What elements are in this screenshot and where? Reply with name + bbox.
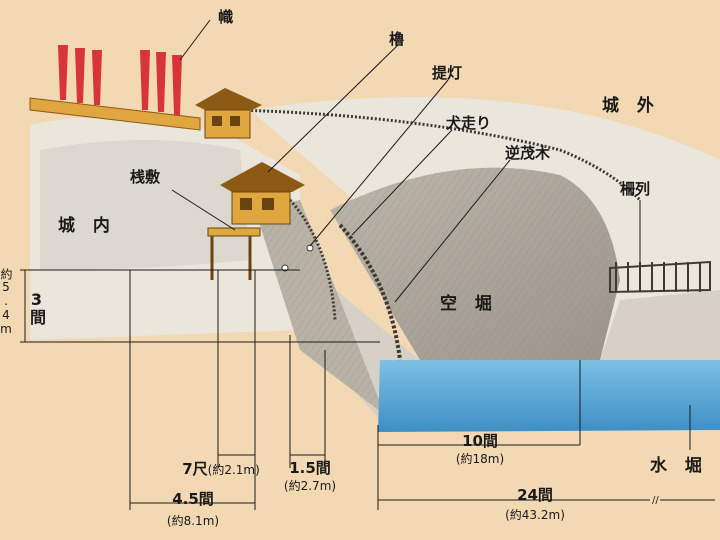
dim-7shaku-sub: (約2.1m) bbox=[207, 463, 260, 477]
sakamogi-fence bbox=[338, 223, 402, 361]
dim-24ken-sub: (約43.2m) bbox=[505, 508, 565, 522]
water-moat bbox=[378, 360, 720, 432]
dim-height-ken-text: 3間 bbox=[27, 290, 46, 325]
label-chochin: 提灯 bbox=[432, 64, 463, 82]
dim-7shaku-main: 7尺 bbox=[182, 460, 208, 478]
label-mizubori: 水 堀 bbox=[650, 456, 708, 476]
dim-height-meters-text: 約5.4m bbox=[0, 268, 13, 336]
inner-moat-wall-hatch bbox=[255, 200, 385, 415]
label-sajiki: 桟敷 bbox=[130, 168, 161, 186]
dim-height-ken: 3間 bbox=[27, 290, 46, 325]
outer-moat-slope-hatch bbox=[330, 167, 620, 360]
dim-4-5ken-main: 4.5間 bbox=[172, 490, 214, 508]
dim-10ken: 10間 (約18m) bbox=[440, 432, 520, 466]
label-sakamogi: 逆茂木 bbox=[505, 144, 551, 162]
dim-10ken-main: 10間 bbox=[462, 432, 498, 450]
banners bbox=[58, 45, 182, 115]
dim-24ken: 24間 (約43.2m) bbox=[490, 486, 580, 522]
lower-turret bbox=[207, 162, 305, 280]
label-karabori: 空 堀 bbox=[440, 294, 498, 314]
palisade-posts bbox=[615, 262, 701, 292]
inner-fence bbox=[288, 199, 337, 321]
walkway bbox=[29, 97, 201, 131]
dim-1-5ken-main: 1.5間 bbox=[289, 459, 331, 477]
dim-7shaku: 7尺(約2.1m) bbox=[166, 461, 276, 477]
dim-1-5ken: 1.5間 (約2.7m) bbox=[270, 459, 350, 493]
dim-24ken-main: 24間 bbox=[517, 486, 553, 504]
label-yagura: 櫓 bbox=[389, 30, 405, 48]
rampart-fence bbox=[234, 108, 642, 202]
dim-10ken-sub: (約18m) bbox=[455, 452, 505, 466]
dim-height-meters: 約5.4m bbox=[0, 268, 14, 336]
label-nobori: 幟 bbox=[218, 8, 234, 26]
label-jonai: 城 内 bbox=[58, 216, 116, 236]
label-sakuretsu: 柵列 bbox=[620, 180, 651, 198]
upper-turret bbox=[195, 88, 262, 139]
dim-4-5ken: 4.5間 (約8.1m) bbox=[148, 490, 238, 528]
dim-4-5ken-sub: (約8.1m) bbox=[166, 514, 220, 528]
axis-break-mark: // bbox=[652, 495, 659, 506]
label-inubashiri: 犬走り bbox=[446, 114, 492, 132]
leader-lines bbox=[171, 19, 641, 303]
label-joshi-gai: 城 外 bbox=[602, 96, 660, 116]
interior-inner-slope bbox=[40, 140, 250, 270]
dim-1-5ken-sub: (約2.7m) bbox=[283, 479, 337, 493]
dimension-lines bbox=[20, 269, 715, 510]
